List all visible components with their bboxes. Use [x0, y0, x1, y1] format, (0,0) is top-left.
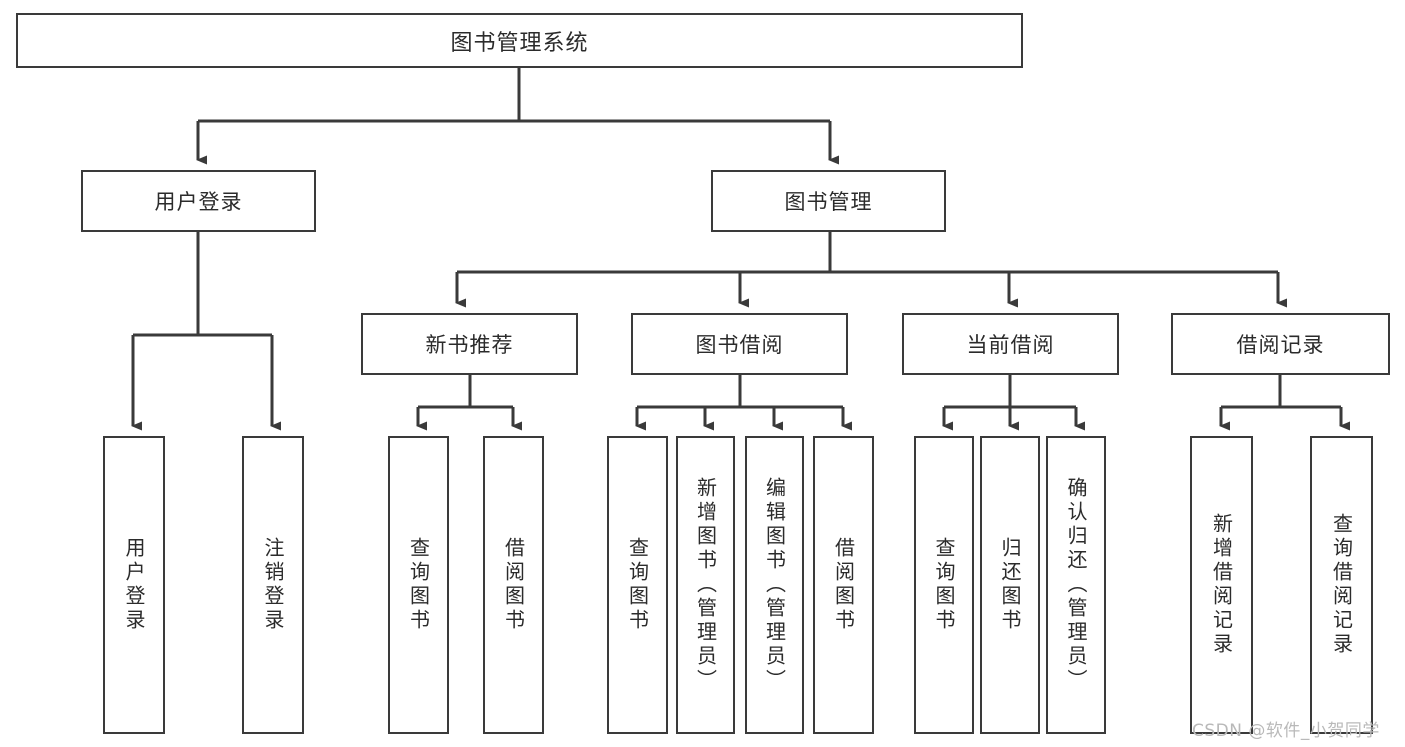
node-label: 查询图书 — [932, 537, 956, 633]
node-label: 查询图书 — [625, 537, 650, 633]
node-user-login[interactable]: 用户登录 — [81, 170, 316, 232]
leaf-recommend-query-book[interactable]: 查询图书 — [388, 436, 449, 734]
node-label: 查询借阅记录 — [1329, 513, 1354, 657]
node-label: 借阅图书 — [831, 537, 856, 633]
node-label: 借阅图书 — [501, 537, 526, 633]
node-label: 新书推荐 — [425, 333, 514, 357]
leaf-record-add-record[interactable]: 新增借阅记录 — [1190, 436, 1253, 734]
leaf-borrow-add-book-admin[interactable]: 新增图书（管理员） — [676, 436, 735, 734]
leaf-current-query-book[interactable]: 查询图书 — [914, 436, 974, 734]
node-label: 查询图书 — [406, 537, 431, 633]
leaf-borrow-edit-book-admin[interactable]: 编辑图书（管理员） — [745, 436, 804, 734]
node-label: 图书管理系统 — [450, 30, 589, 56]
csdn-watermark: CSDN @软件_小贺同学 — [1192, 721, 1380, 741]
node-book-management[interactable]: 图书管理 — [711, 170, 946, 232]
node-label: 新增借阅记录 — [1209, 513, 1234, 657]
node-root-system[interactable]: 图书管理系统 — [16, 13, 1023, 68]
node-current-borrow[interactable]: 当前借阅 — [902, 313, 1119, 375]
node-label: 图书管理 — [784, 190, 873, 214]
node-label: 确认归还（管理员） — [1064, 477, 1088, 693]
leaf-borrow-borrow-book[interactable]: 借阅图书 — [813, 436, 874, 734]
leaf-recommend-borrow-book[interactable]: 借阅图书 — [483, 436, 544, 734]
node-new-book-recommend[interactable]: 新书推荐 — [361, 313, 578, 375]
node-borrow-record[interactable]: 借阅记录 — [1171, 313, 1390, 375]
node-label: 当前借阅 — [966, 333, 1055, 357]
node-label: 注销登录 — [261, 537, 285, 633]
node-label: 归还图书 — [998, 537, 1022, 633]
leaf-current-confirm-return-admin[interactable]: 确认归还（管理员） — [1046, 436, 1106, 734]
leaf-current-return-book[interactable]: 归还图书 — [980, 436, 1040, 734]
node-label: 用户登录 — [154, 190, 243, 214]
node-label: 编辑图书（管理员） — [762, 477, 787, 693]
node-label: 借阅记录 — [1236, 333, 1325, 357]
node-book-borrow[interactable]: 图书借阅 — [631, 313, 848, 375]
leaf-user-login-logout[interactable]: 注销登录 — [242, 436, 304, 734]
leaf-user-login-login[interactable]: 用户登录 — [103, 436, 165, 734]
leaf-record-query-record[interactable]: 查询借阅记录 — [1310, 436, 1373, 734]
node-label: 用户登录 — [122, 537, 146, 633]
node-label: 新增图书（管理员） — [693, 477, 718, 693]
leaf-borrow-query-book[interactable]: 查询图书 — [607, 436, 668, 734]
node-label: 图书借阅 — [695, 333, 784, 357]
